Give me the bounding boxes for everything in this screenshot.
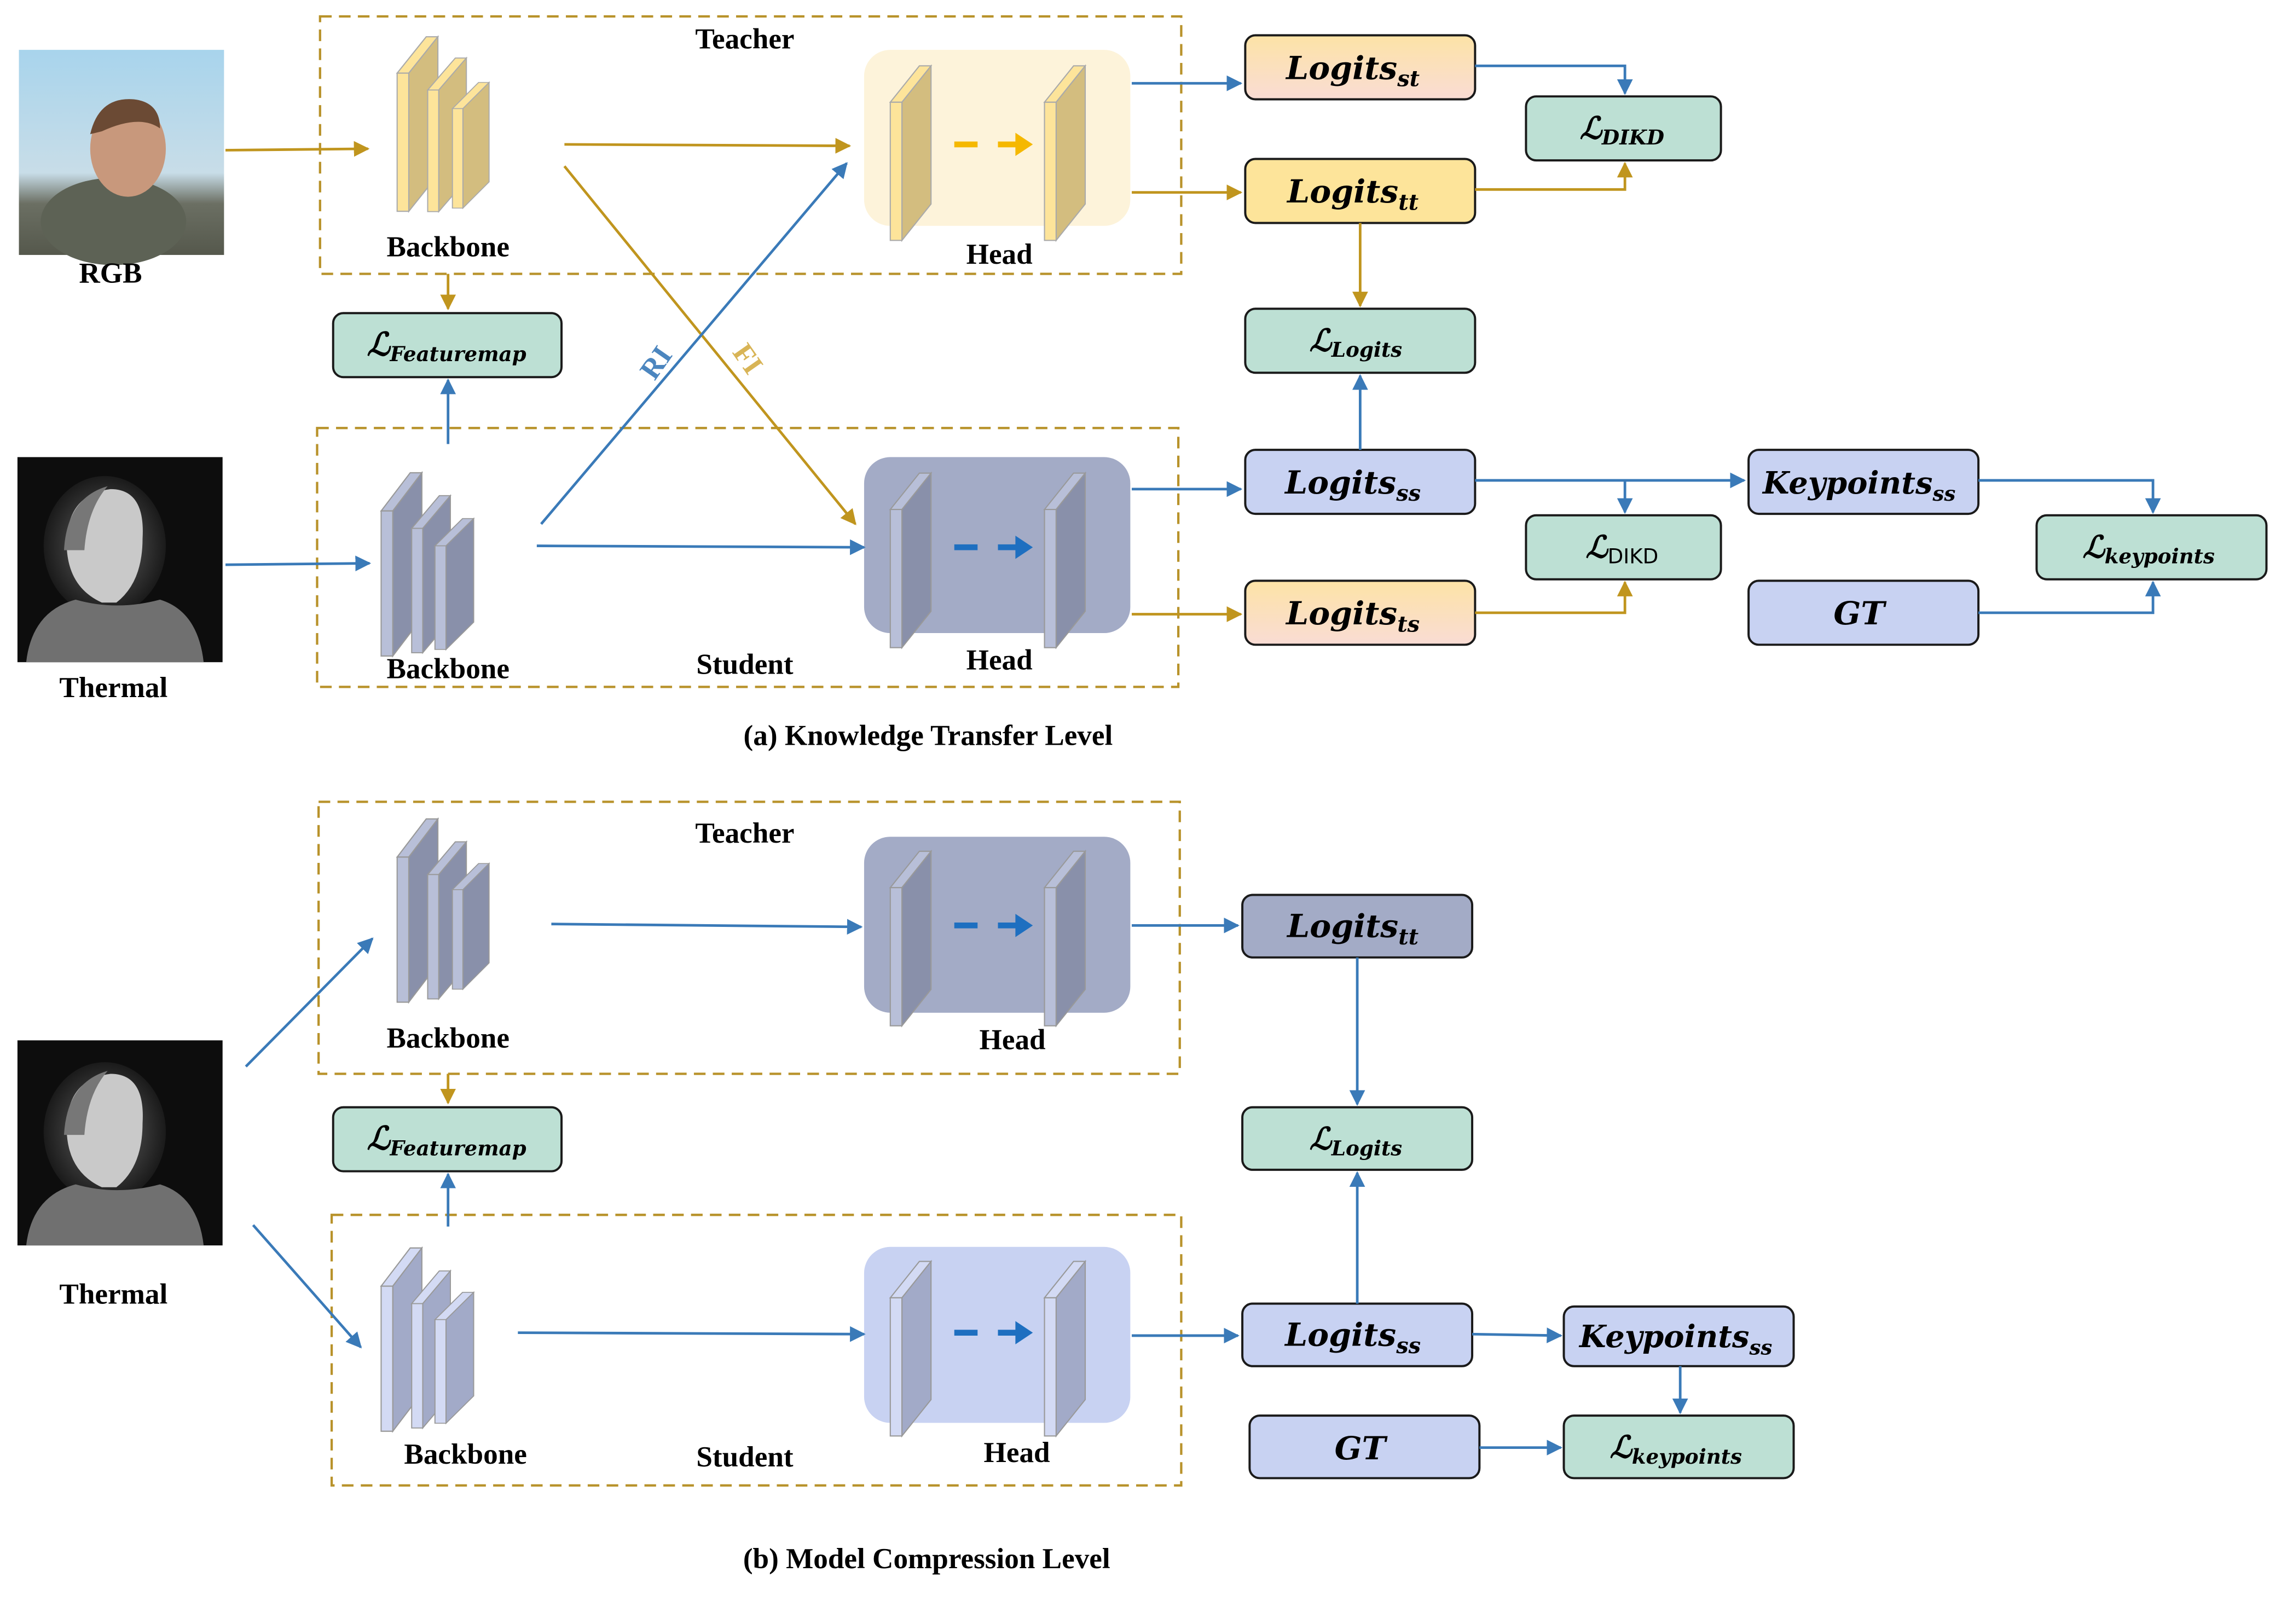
loss-logits-b: ℒLogits bbox=[1241, 1106, 1474, 1171]
svg-text:ℒkeypoints: ℒkeypoints bbox=[2082, 530, 2214, 569]
svg-text:Logitsst: Logitsst bbox=[1285, 49, 1420, 91]
loss-keypoints-b: ℒkeypoints bbox=[1562, 1414, 1795, 1480]
student-backbone-b bbox=[380, 1247, 474, 1432]
arrow-rgb-to-backbone bbox=[225, 141, 370, 157]
logits-tt-box: Logitstt bbox=[1244, 158, 1477, 224]
arrow-teacher-backbone-to-head-b bbox=[551, 919, 863, 935]
svg-text:GT: GT bbox=[1335, 1429, 1388, 1467]
svg-text:Logitsss: Logitsss bbox=[1284, 1316, 1421, 1359]
arrow-thermal-to-student-b bbox=[252, 1224, 362, 1349]
student-backbone-a bbox=[380, 472, 474, 657]
logits-tt-box-b: Logitstt bbox=[1241, 894, 1474, 959]
teacher-title-b: Teacher bbox=[695, 817, 794, 849]
arrow-logits-tt-to-dikd bbox=[1475, 161, 1633, 191]
teacher-backbone-a bbox=[396, 36, 490, 212]
student-head-label-a: Head bbox=[966, 645, 1033, 676]
loss-dikd-bottom: ℒDIKD bbox=[1525, 514, 1722, 581]
teacher-head-label-a: Head bbox=[966, 239, 1033, 270]
teacher-backbone-label-a: Backbone bbox=[386, 231, 510, 263]
svg-text:ℒLogits: ℒLogits bbox=[1310, 323, 1403, 362]
teacher-frame-a bbox=[319, 15, 1183, 275]
svg-text:ℒkeypoints: ℒkeypoints bbox=[1610, 1430, 1742, 1469]
logits-ss-box-a: Logitsss bbox=[1244, 449, 1477, 515]
panel-b: Thermal Teacher Backbone Head Backbone S… bbox=[17, 801, 1795, 1575]
student-frame-b bbox=[330, 1214, 1183, 1487]
thermal-label-a: Thermal bbox=[59, 672, 167, 704]
svg-text:Logitstt: Logitstt bbox=[1286, 172, 1419, 215]
loss-logits-a: ℒLogits bbox=[1244, 308, 1477, 374]
arrow-thermal-to-teacher-b bbox=[245, 937, 374, 1068]
student-title-a: Student bbox=[696, 648, 794, 680]
keypoints-ss-box-a: Keypointsss bbox=[1747, 449, 1980, 515]
teacher-backbone-label-b: Backbone bbox=[386, 1023, 510, 1054]
caption-b: (b) Model Compression Level bbox=[743, 1543, 1110, 1575]
loss-keypoints-a: ℒkeypoints bbox=[2035, 514, 2268, 581]
arrow-ri-cross bbox=[540, 162, 848, 525]
loss-featuremap-a: ℒFeaturemap bbox=[332, 312, 563, 379]
svg-text:ℒDIKD: ℒDIKD bbox=[1580, 111, 1664, 149]
gt-box-a: GT bbox=[1747, 579, 1980, 646]
arrow-keypoints-to-loss bbox=[1978, 479, 2161, 514]
svg-text:ℒDIKD: ℒDIKD bbox=[1585, 530, 1658, 569]
loss-featuremap-b: ℒFeaturemap bbox=[332, 1106, 563, 1173]
svg-text:Keypointsss: Keypointsss bbox=[1762, 466, 1955, 506]
logits-st-box: Logitsst bbox=[1244, 34, 1477, 101]
teacher-head-label-b: Head bbox=[980, 1024, 1046, 1055]
rgb-label: RGB bbox=[79, 257, 142, 289]
teacher-backbone-b bbox=[396, 818, 490, 1003]
student-frame-a bbox=[316, 427, 1180, 688]
ri-label: RI bbox=[634, 340, 678, 385]
svg-text:Logitsts: Logitsts bbox=[1285, 594, 1420, 637]
svg-text:ℒLogits: ℒLogits bbox=[1310, 1122, 1403, 1161]
student-head-label-b: Head bbox=[984, 1437, 1050, 1469]
arrow-logits-ts-to-dikd bbox=[1475, 581, 1633, 614]
keypoints-ss-box-b: Keypointsss bbox=[1562, 1305, 1795, 1367]
panel-a: RGB Thermal Teacher Backbone Head bbox=[17, 15, 2268, 752]
thermal-image-b bbox=[17, 1040, 223, 1246]
caption-a: (a) Knowledge Transfer Level bbox=[744, 720, 1113, 752]
gt-box-b: GT bbox=[1248, 1414, 1481, 1480]
svg-text:Logitsss: Logitsss bbox=[1284, 463, 1421, 506]
thermal-label-b: Thermal bbox=[59, 1278, 167, 1310]
student-backbone-label-b: Backbone bbox=[404, 1439, 527, 1470]
svg-text:Keypointsss: Keypointsss bbox=[1578, 1319, 1772, 1359]
teacher-title-a: Teacher bbox=[695, 23, 794, 55]
svg-text:ℒFeaturemap: ℒFeaturemap bbox=[367, 1120, 526, 1161]
arrow-student-backbone-to-head bbox=[536, 539, 866, 555]
student-title-b: Student bbox=[696, 1441, 794, 1473]
student-head-a bbox=[864, 457, 1131, 648]
arrow-logits-ss-to-keypoints-b bbox=[1472, 1327, 1563, 1343]
loss-dikd-top: ℒDIKD bbox=[1525, 95, 1722, 162]
teacher-head-b bbox=[864, 837, 1131, 1026]
thermal-image-a bbox=[17, 457, 223, 663]
logits-ss-box-b: Logitsss bbox=[1241, 1302, 1474, 1367]
arrow-thermal-to-backbone bbox=[225, 555, 372, 572]
svg-text:GT: GT bbox=[1833, 594, 1887, 632]
arrow-teacher-backbone-to-head bbox=[564, 138, 852, 154]
arrow-logits-st-to-dikd bbox=[1475, 64, 1633, 95]
svg-text:ℒFeaturemap: ℒFeaturemap bbox=[367, 325, 526, 366]
logits-ts-box: Logitsts bbox=[1244, 579, 1477, 646]
rgb-image bbox=[19, 50, 224, 265]
svg-text:Logitstt: Logitstt bbox=[1286, 907, 1419, 950]
student-backbone-label-a: Backbone bbox=[386, 653, 510, 685]
teacher-head-a bbox=[864, 50, 1131, 241]
arrow-fi-cross bbox=[563, 165, 856, 525]
arrow-gt-to-loss bbox=[1978, 581, 2161, 614]
student-head-b bbox=[864, 1246, 1131, 1437]
arrow-student-backbone-to-head-b bbox=[518, 1326, 866, 1342]
